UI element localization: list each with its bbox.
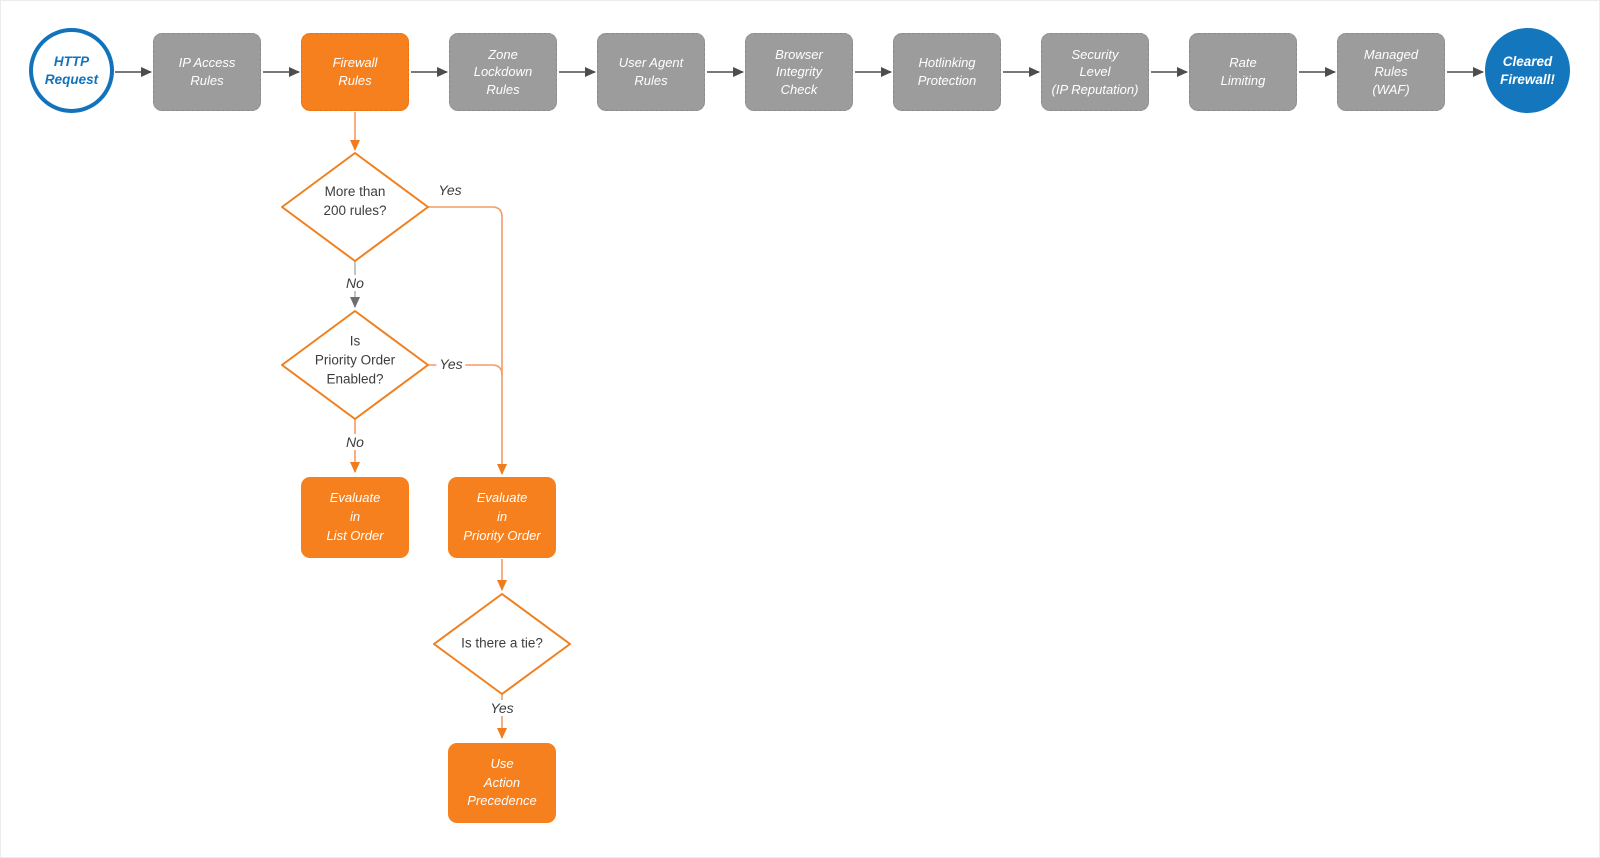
node-managed-rules-waf-label: Managed Rules (WAF) xyxy=(1363,46,1419,97)
edge-label-tie-yes: Yes xyxy=(487,700,517,716)
node-managed-rules-waf: Managed Rules (WAF) xyxy=(1337,33,1445,111)
edge-label-rules-no: No xyxy=(343,275,367,291)
node-rate-limiting: Rate Limiting xyxy=(1189,33,1297,111)
node-security-level-label: Security Level (IP Reputation) xyxy=(1051,46,1139,97)
node-http-request-label: HTTP Request xyxy=(44,53,99,87)
node-hotlinking-protection: Hotlinking Protection xyxy=(893,33,1001,111)
diamond-shape-is-there-a-tie xyxy=(433,593,571,695)
node-ip-access-rules-label: IP Access Rules xyxy=(178,55,236,88)
node-cleared-firewall: Cleared Firewall! xyxy=(1485,28,1570,113)
node-evaluate-in-list-order: Evaluate in List Order xyxy=(301,477,409,558)
node-cleared-firewall-label: Cleared Firewall! xyxy=(1500,53,1555,87)
node-use-action-precedence: Use Action Precedence xyxy=(448,743,556,823)
connector-rules-yes-to-priority-order-box xyxy=(428,206,507,475)
node-http-request: HTTP Request xyxy=(29,28,114,113)
edge-label-rules-yes: Yes xyxy=(435,182,465,198)
connector-priority-yes-merge xyxy=(428,364,503,376)
node-user-agent-rules: User Agent Rules xyxy=(597,33,705,111)
node-zone-lockdown-rules: Zone Lockdown Rules xyxy=(449,33,557,111)
node-firewall-rules-label: Firewall Rules xyxy=(332,55,378,88)
decision-is-there-a-tie: Is there a tie? xyxy=(461,635,543,651)
decision-priority-order-enabled: Is Priority Order Enabled? xyxy=(314,333,396,387)
node-ip-access-rules: IP Access Rules xyxy=(153,33,261,111)
node-evaluate-in-priority-order-label: Evaluate in Priority Order xyxy=(463,490,541,543)
node-firewall-rules: Firewall Rules xyxy=(301,33,409,111)
node-zone-lockdown-rules-label: Zone Lockdown Rules xyxy=(473,46,533,97)
diamond-shape-priority-order-enabled xyxy=(281,310,429,420)
diamond-shape-more-than-200-rules xyxy=(281,152,429,262)
node-security-level: Security Level (IP Reputation) xyxy=(1041,33,1149,111)
node-browser-integrity-check-label: Browser Integrity Check xyxy=(775,46,823,97)
node-evaluate-in-priority-order: Evaluate in Priority Order xyxy=(448,477,556,558)
edge-label-priority-no: No xyxy=(343,434,367,450)
edge-label-priority-yes: Yes xyxy=(436,356,466,372)
node-browser-integrity-check: Browser Integrity Check xyxy=(745,33,853,111)
node-rate-limiting-label: Rate Limiting xyxy=(1220,55,1266,88)
decision-more-than-200-rules: More than 200 rules? xyxy=(323,184,387,218)
node-hotlinking-protection-label: Hotlinking Protection xyxy=(917,55,977,88)
node-use-action-precedence-label: Use Action Precedence xyxy=(467,755,537,809)
node-user-agent-rules-label: User Agent Rules xyxy=(618,55,684,88)
node-evaluate-in-list-order-label: Evaluate in List Order xyxy=(326,490,384,543)
